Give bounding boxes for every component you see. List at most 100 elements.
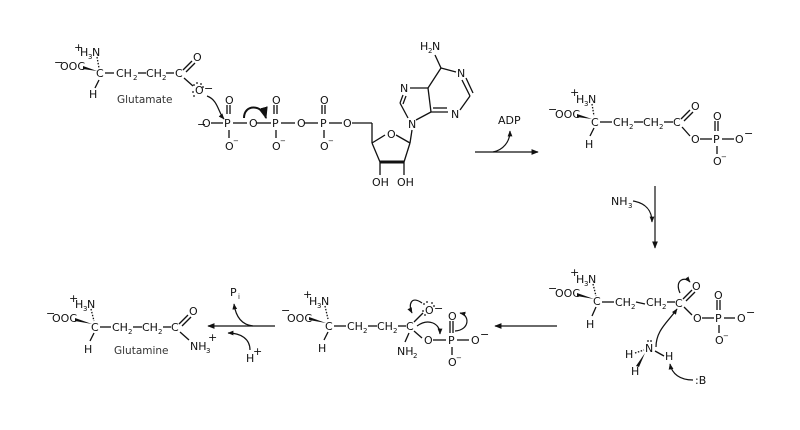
svg-text:O: O — [448, 310, 457, 323]
svg-text:O: O — [692, 280, 701, 293]
pi-label: P — [230, 286, 237, 299]
svg-text:2: 2 — [158, 328, 162, 336]
svg-text:CH: CH — [347, 320, 363, 333]
svg-text:H: H — [80, 46, 88, 59]
adp-label: ADP — [498, 114, 521, 127]
svg-text:P: P — [713, 133, 720, 146]
svg-text:C: C — [91, 321, 99, 334]
svg-text:−: − — [328, 137, 334, 145]
svg-text:CH: CH — [613, 116, 629, 129]
svg-text:O: O — [691, 100, 700, 113]
svg-text:−: − — [280, 137, 286, 145]
svg-text:H: H — [576, 273, 584, 286]
svg-text:2: 2 — [659, 123, 663, 131]
ammonia-attack-intermediate: + H 3 N − OOC C H CH 2 CH 2 C O O P O O … — [548, 266, 755, 387]
svg-text:OOC: OOC — [287, 312, 312, 325]
svg-text:NH: NH — [190, 340, 207, 353]
svg-text:O: O — [735, 133, 744, 146]
svg-text:H: H — [586, 318, 594, 331]
svg-text:−: − — [434, 302, 443, 315]
nh3-reagent-label: NH — [611, 195, 628, 208]
svg-text:+: + — [253, 345, 262, 358]
svg-text:C: C — [96, 67, 104, 80]
svg-text:O: O — [225, 140, 234, 153]
base-label: :B — [695, 374, 706, 387]
svg-text:2: 2 — [162, 74, 166, 82]
svg-text:O: O — [272, 140, 281, 153]
svg-text:C: C — [406, 320, 414, 333]
svg-text:2: 2 — [428, 47, 432, 55]
svg-text:−: − — [723, 332, 729, 340]
svg-text:CH: CH — [615, 296, 631, 309]
svg-text:2: 2 — [128, 328, 132, 336]
svg-text:O: O — [737, 312, 746, 325]
svg-text:NH: NH — [397, 345, 414, 358]
svg-text:3: 3 — [628, 202, 632, 210]
svg-text:O: O — [343, 117, 352, 130]
svg-text:O: O — [714, 289, 723, 302]
svg-text:3: 3 — [317, 302, 321, 310]
atp-molecule: − O P O O − O P O O − O P O O − O — [197, 40, 474, 189]
svg-text:O: O — [297, 117, 306, 130]
reaction-arrow-1: ADP — [475, 114, 539, 155]
svg-text:O: O — [387, 128, 396, 141]
svg-text:N: N — [457, 67, 465, 80]
svg-text:CH: CH — [142, 321, 158, 334]
svg-text:−: − — [548, 282, 557, 295]
svg-text:OOC: OOC — [555, 108, 580, 121]
svg-text:2: 2 — [662, 303, 666, 311]
svg-text:−: − — [548, 103, 557, 116]
svg-text:+: + — [570, 86, 579, 99]
svg-text:H: H — [89, 88, 97, 101]
svg-text:O: O — [425, 304, 434, 317]
svg-text:CH: CH — [646, 296, 662, 309]
svg-text:+: + — [69, 292, 78, 305]
svg-text:O: O — [713, 110, 722, 123]
svg-text:+: + — [303, 288, 312, 301]
svg-text:C: C — [591, 116, 599, 129]
svg-text:C: C — [673, 116, 681, 129]
svg-text:N: N — [588, 273, 596, 286]
svg-text:2: 2 — [631, 303, 635, 311]
svg-text:2: 2 — [629, 123, 633, 131]
svg-text:−: − — [197, 118, 206, 131]
svg-text:OH: OH — [397, 176, 414, 189]
svg-text:+: + — [74, 41, 83, 54]
svg-text:O: O — [193, 51, 202, 64]
svg-text:2: 2 — [413, 352, 417, 360]
svg-text:2: 2 — [393, 327, 397, 335]
svg-text:C: C — [675, 297, 683, 310]
glutamyl-phosphate-molecule: + H 3 N − OOC C H CH 2 CH 2 C O O P O O … — [548, 86, 753, 168]
tetrahedral-intermediate: + H 3 N − OOC C H CH 2 CH 2 C O − NH 2 O… — [281, 288, 489, 369]
svg-text:O: O — [225, 94, 234, 107]
svg-text:−: − — [233, 137, 239, 145]
svg-text:N: N — [432, 40, 440, 53]
glutamine-molecule: + H 3 N − OOC C H CH 2 CH 2 C O NH 3 + G… — [46, 292, 217, 357]
svg-text:H: H — [665, 350, 673, 363]
svg-text:H: H — [318, 342, 326, 355]
svg-text:H: H — [576, 93, 584, 106]
svg-text:P: P — [448, 334, 455, 347]
svg-text:H: H — [631, 365, 639, 378]
svg-text:3: 3 — [584, 100, 588, 108]
svg-text:CH: CH — [377, 320, 393, 333]
svg-text:−: − — [54, 56, 63, 69]
svg-text:−: − — [480, 328, 489, 341]
svg-text:H: H — [75, 298, 83, 311]
svg-text:+: + — [570, 266, 579, 279]
svg-text:C: C — [171, 321, 179, 334]
svg-text:O: O — [202, 117, 211, 130]
svg-text:N: N — [588, 93, 596, 106]
svg-text:i: i — [238, 293, 240, 301]
svg-text:O: O — [195, 84, 204, 97]
glutamate-molecule: + H 3 N − OOC C H CH 2 CH 2 C O O − Glut… — [54, 41, 225, 120]
svg-text:3: 3 — [83, 305, 87, 313]
svg-text:OH: OH — [372, 176, 389, 189]
svg-text:+: + — [208, 331, 217, 344]
reaction-arrow-4: P i H + — [207, 286, 275, 365]
svg-text:C: C — [593, 295, 601, 308]
svg-text:−: − — [46, 307, 55, 320]
svg-text:−: − — [721, 153, 727, 161]
svg-text:2: 2 — [363, 327, 367, 335]
